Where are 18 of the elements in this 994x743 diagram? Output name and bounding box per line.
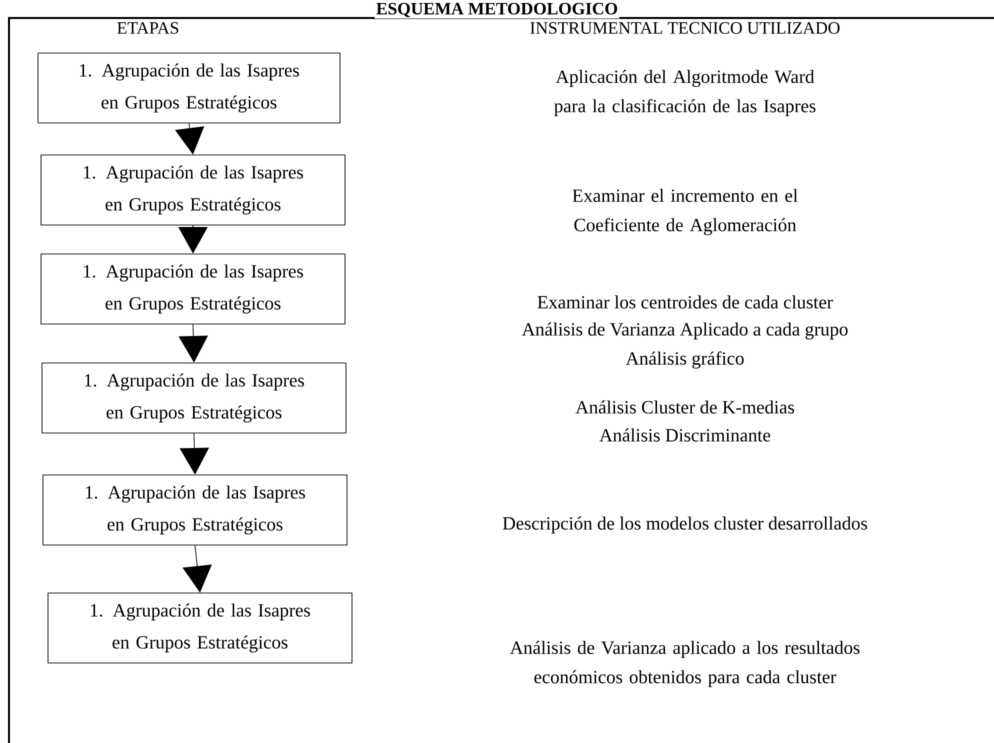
method-text: Análisis Discriminante <box>599 428 770 442</box>
method-text: Examinar el incremento en el Coeficiente de Aglomeración <box>572 188 798 236</box>
method-text: Análisis de Varianza Aplicado a cada grupo <box>522 322 848 340</box>
process-box: 1. Agrupación de las Isapres en Grupos Estratégicos <box>42 474 348 546</box>
method-text: Aplicación del Algoritmode Ward para la clasificación de las Isapres <box>554 70 816 116</box>
process-box: 1. Agrupación de las Isapres en Grupos Estratégicos <box>40 154 346 226</box>
method-text: Descripción de los modelos cluster desarrollados <box>502 516 868 534</box>
process-box: 1. Agrupación de las Isapres en Grupos Estratégicos <box>40 254 346 324</box>
method-text: Análisis gráfico <box>626 351 744 369</box>
method-text: Análisis Cluster de K-medias <box>576 400 794 414</box>
process-box: 1. Agrupación de las Isapres en Grupos Estratégicos <box>42 362 346 434</box>
column-header: ETAPAS <box>117 22 178 34</box>
column-header: INSTRUMENTAL TECNICO UTILIZADO <box>530 22 840 34</box>
method-text: Examinar los centroides de cada cluster <box>538 295 833 309</box>
title: ESQUEMA METODOLOGICO <box>374 2 620 18</box>
method-text: Análisis de Varianza aplicado a los resultados económicos obtenidos para cada cluster <box>510 640 860 688</box>
process-box: 1. Agrupación de las Isapres en Grupos Estratégicos <box>38 52 340 124</box>
process-box: 1. Agrupación de las Isapres en Grupos Estratégicos <box>48 592 352 664</box>
